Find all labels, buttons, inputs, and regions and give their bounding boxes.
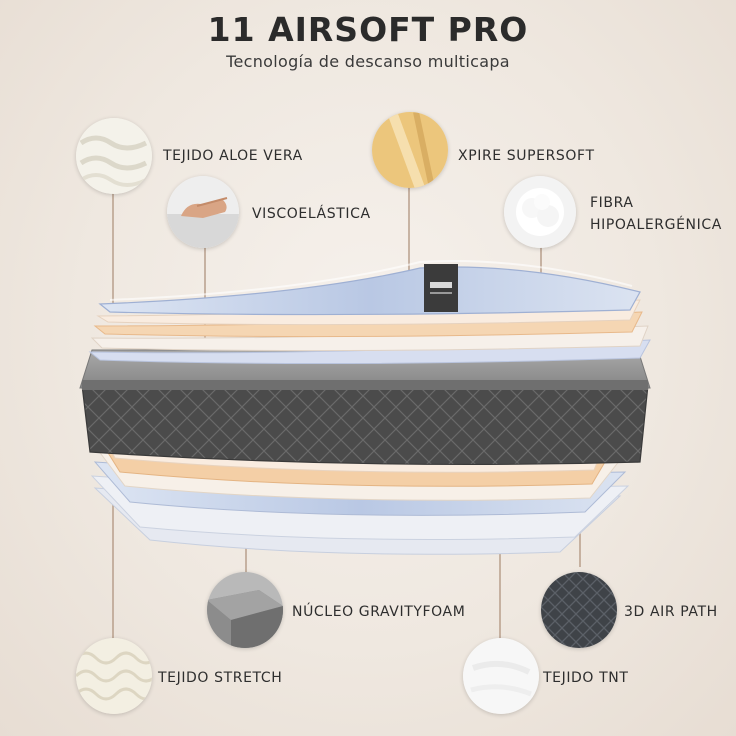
fiber-cotton-ball-icon	[504, 176, 576, 248]
tnt-non-woven-fabric-icon	[463, 638, 539, 714]
stretch-fabric-swatch-icon	[76, 638, 152, 714]
label-tejido-tnt: TEJIDO TNT	[543, 670, 629, 686]
viscoelastic-foam-hand-icon	[167, 176, 239, 248]
label-tejido-stretch: TEJIDO STRETCH	[158, 670, 283, 686]
page-title: 11 AIRSOFT PRO	[207, 10, 529, 49]
page-subtitle: Tecnología de descanso multicapa	[226, 52, 510, 71]
air-path-mesh-fabric-icon	[541, 572, 617, 648]
label-hipoalergenica: HIPOALERGÉNICA	[590, 217, 722, 233]
label-3d-air-path: 3D AIR PATH	[624, 604, 718, 620]
aloe-vera-fabric-swatch-icon	[76, 118, 152, 194]
foam-core-block-icon	[207, 572, 283, 648]
label-fibra: FIBRA	[590, 195, 634, 211]
label-xpire-supersoft: XPIRE SUPERSOFT	[458, 148, 595, 164]
supersoft-foam-swatch-icon	[372, 112, 448, 188]
label-viscoelastica: VISCOELÁSTICA	[252, 206, 371, 222]
label-nucleo-gravityfoam: NÚCLEO GRAVITYFOAM	[292, 604, 466, 620]
label-tejido-aloe-vera: TEJIDO ALOE VERA	[163, 148, 303, 164]
